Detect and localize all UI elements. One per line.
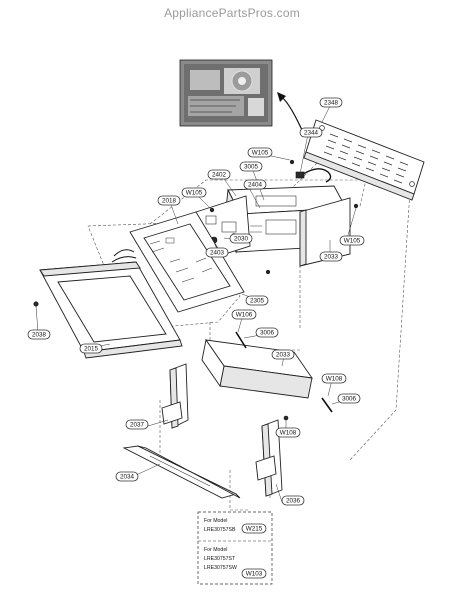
svg-text:3006: 3006 — [260, 329, 275, 336]
callout-2033-upper: 2033 — [319, 251, 343, 262]
wire-harness — [299, 168, 332, 183]
svg-text:2402: 2402 — [212, 171, 227, 178]
callout-3006-upper: 3006 — [255, 327, 279, 338]
note-line-5: LRE30757SW — [204, 565, 237, 571]
callout-w105-right: W105 — [339, 235, 365, 246]
left-hinge-bracket — [161, 363, 189, 429]
svg-text:3005: 3005 — [244, 163, 259, 170]
svg-text:2403: 2403 — [210, 249, 225, 256]
inset-arrow — [279, 95, 303, 131]
svg-text:2348: 2348 — [324, 99, 339, 106]
note-line-4: LRE30757ST — [204, 556, 236, 562]
callout-2036: 2036 — [281, 495, 305, 506]
right-hinge-bracket — [255, 419, 283, 497]
callout-2037: 2037 — [125, 419, 149, 430]
callout-w105-top: W105 — [247, 147, 273, 158]
svg-text:2036: 2036 — [286, 497, 301, 504]
callout-2404: 2404 — [243, 179, 267, 190]
callout-2348: 2348 — [319, 97, 343, 108]
svg-text:W106: W106 — [236, 311, 253, 318]
model-note-box: For Model LRE30757SB For Model LRE30757S… — [197, 511, 273, 585]
callout-w108-lower: W108 — [275, 427, 301, 438]
callout-2403: 2403 — [205, 247, 229, 258]
callout-2015: 2015 — [79, 343, 103, 354]
note-line-1: For Model — [204, 518, 227, 524]
note-line-2: LRE30757SB — [204, 527, 236, 533]
callout-w105-mid: W105 — [181, 187, 207, 198]
svg-text:2015: 2015 — [84, 345, 99, 352]
callout-2305: 2305 — [245, 295, 269, 306]
svg-text:W108: W108 — [280, 429, 297, 436]
svg-text:2030: 2030 — [234, 235, 249, 242]
callout-2344: 2344 — [299, 127, 323, 138]
callout-w215: W215 — [241, 523, 267, 534]
bottom-rail — [122, 445, 241, 499]
callout-2402: 2402 — [207, 169, 231, 180]
callout-w103: W103 — [241, 568, 267, 579]
callout-2030: 2030 — [229, 233, 253, 244]
photo-inset — [179, 59, 273, 127]
callout-2018: 2018 — [157, 195, 181, 206]
svg-text:W108: W108 — [326, 375, 343, 382]
callout-w106: W106 — [231, 309, 257, 320]
rear-vent-panel — [303, 119, 425, 201]
control-panel-frame — [129, 211, 245, 313]
svg-text:2344: 2344 — [304, 129, 319, 136]
callout-3005: 3005 — [239, 161, 263, 172]
svg-text:W105: W105 — [344, 237, 361, 244]
svg-text:2033: 2033 — [324, 253, 339, 260]
svg-text:W103: W103 — [246, 570, 263, 577]
svg-text:2404: 2404 — [248, 181, 263, 188]
svg-text:W105: W105 — [186, 189, 203, 196]
svg-text:2033: 2033 — [276, 351, 291, 358]
site-watermark: AppliancePartsPros.com — [164, 6, 300, 20]
screw-2038 — [33, 301, 39, 307]
callout-3006-lower: 3006 — [337, 393, 361, 404]
door-top-rail — [201, 338, 313, 399]
callout-2033-lower: 2033 — [271, 349, 295, 360]
svg-text:2038: 2038 — [32, 331, 47, 338]
svg-text:2305: 2305 — [250, 297, 265, 304]
svg-text:W215: W215 — [246, 525, 263, 532]
callout-2034: 2034 — [115, 471, 139, 482]
svg-text:2018: 2018 — [162, 197, 177, 204]
svg-text:W105: W105 — [252, 149, 269, 156]
svg-text:3006: 3006 — [342, 395, 357, 402]
svg-text:2037: 2037 — [130, 421, 145, 428]
note-line-3: For Model — [204, 547, 227, 553]
svg-text:2034: 2034 — [120, 473, 135, 480]
callout-w108-right: W108 — [321, 373, 347, 384]
front-control-trim — [39, 261, 183, 359]
callout-2038: 2038 — [27, 329, 51, 340]
